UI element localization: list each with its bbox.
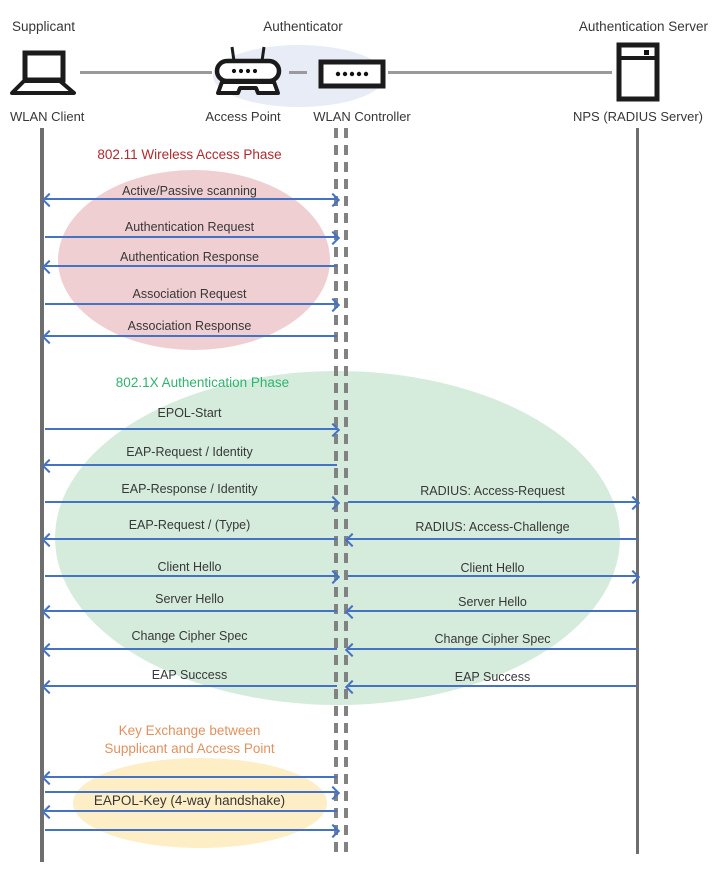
message-arrow-left [344,679,637,695]
message-arrow-left [41,532,337,548]
phase-title-80211: 802.11 Wireless Access Phase [97,147,282,162]
message-arrow-left [41,679,337,695]
message-arrow-left [41,604,337,620]
node-label-access-point: Access Point [205,109,281,124]
connector-line-ap-controller [289,71,307,74]
message-label: EAP-Response / Identity [121,482,258,496]
handshake-arrow-1-left [41,770,337,786]
arrowhead-left-icon [41,642,57,658]
lifeline-nps-server [636,128,639,854]
message-label: EPOL-Start [157,406,222,420]
message-label: RADIUS: Access-Challenge [415,520,570,534]
message-arrow-right [45,569,341,585]
message-label: Change Cipher Spec [434,632,551,646]
message-arrow-left [41,458,337,474]
connector-line-controller-server [388,71,612,74]
role-authenticator: Authenticator [263,19,343,34]
message-arrow-left [344,642,637,658]
node-label-wlan-client: WLAN Client [10,109,85,124]
message-arrow-left [41,259,337,275]
handshake-label: EAPOL-Key (4-way handshake) [93,793,286,808]
wlan-controller-icon [318,59,386,89]
lifeline-controller-right-dashed [344,128,348,854]
message-label: EAP Success [454,670,531,684]
message-label: Authentication Response [120,250,259,264]
message-arrow-left [344,532,637,548]
message-arrow-right [45,297,341,313]
message-arrow-both [41,192,341,208]
lifeline-wlan-client [40,128,44,862]
message-label: Client Hello [157,560,222,574]
phase-80211-ellipse [58,170,330,350]
message-label: Active/Passive scanning [122,184,257,198]
message-label: EAP Success [151,668,228,682]
message-label: Association Request [132,287,247,301]
laptop-icon [10,50,76,95]
arrowhead-left-icon [41,770,57,786]
message-label: RADIUS: Access-Request [420,484,565,498]
message-label: Server Hello [458,595,527,609]
message-label: Association Response [127,319,252,333]
message-arrow-right [348,495,641,511]
handshake-arrow-3-left [41,804,337,820]
message-label: Server Hello [155,592,224,606]
phase-key-exchange-ellipse [73,758,327,848]
message-arrow-left [344,604,637,620]
node-label-wlan-controller: WLAN Controller [313,109,411,124]
connector-line-client-ap [80,71,212,74]
lifeline-controller-left-dashed [334,128,338,854]
arrowhead-left-icon [41,604,57,620]
message-label: EAP-Request / (Type) [128,518,251,532]
node-label-nps-radius-server: NPS (RADIUS Server) [572,109,704,124]
message-arrow-right [45,495,341,511]
message-arrow-left [41,642,337,658]
message-arrow-right [348,569,641,585]
message-arrow-right [45,230,341,246]
server-icon [616,42,660,102]
message-arrow-right [45,422,341,438]
message-label: Authentication Request [124,220,255,234]
phase-title-8021x: 802.1X Authentication Phase [115,375,290,390]
role-authentication-server: Authentication Server [578,19,708,34]
arrowhead-left-icon [41,532,57,548]
message-label: EAP-Request / Identity [126,445,253,459]
message-arrow-left [41,329,337,345]
phase-title-key-exchange-line1: Key Exchange between [118,723,261,738]
phase-title-key-exchange: Key Exchange between Supplicant and Acce… [42,722,337,758]
phase-title-key-exchange-line2: Supplicant and Access Point [104,741,275,756]
arrowhead-left-icon [41,458,57,474]
role-supplicant: Supplicant [12,19,76,34]
handshake-arrow-2-right [45,785,341,801]
message-label: Change Cipher Spec [131,629,248,643]
access-point-icon [214,46,282,95]
message-label: Client Hello [460,561,525,575]
handshake-arrow-4-right [45,823,341,839]
